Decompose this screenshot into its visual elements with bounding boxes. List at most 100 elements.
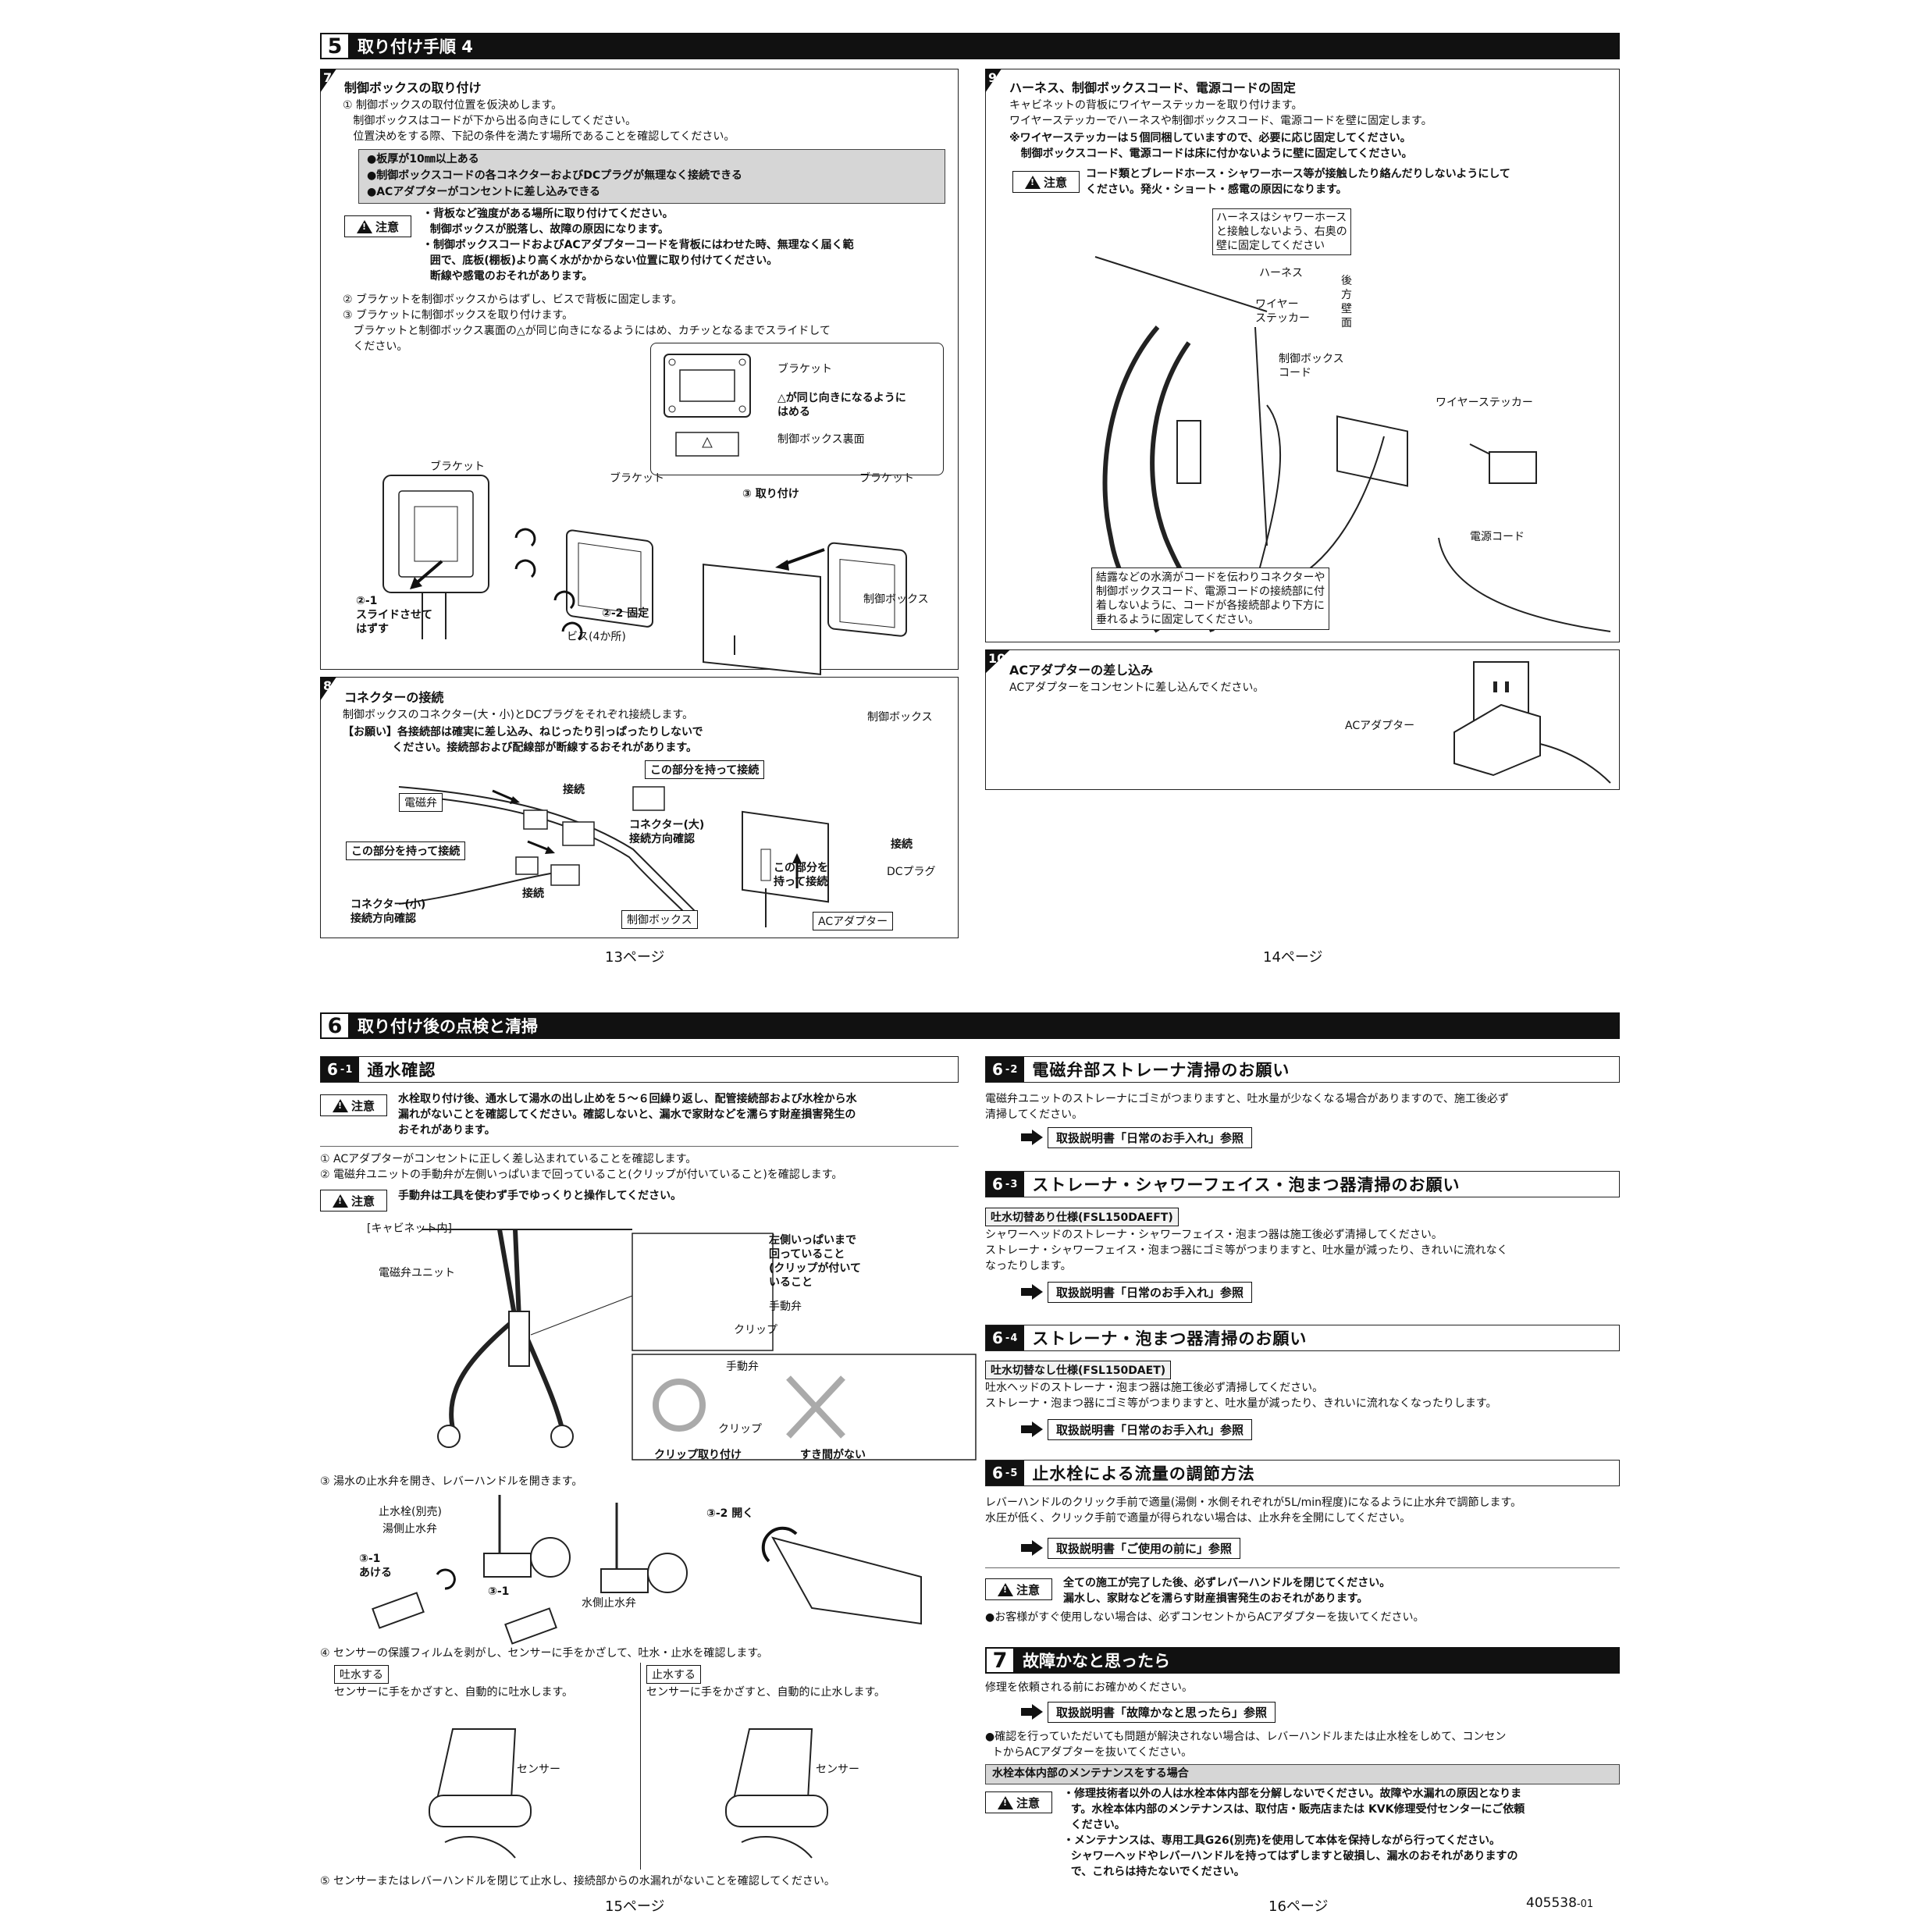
subsection-6-5-header: 6-5 止水栓による流量の調節方法 [985, 1460, 1620, 1486]
caution-text: ・修理技術者以外の人は水栓本体内部を分解しないでください。故障や水漏れの原因とな… [1063, 1788, 1525, 1878]
caution-badge: 注意 [344, 215, 411, 237]
fig-slide-label: ②-1 スライドさせて はずす [356, 595, 432, 635]
fig-bracket-label-1: ブラケット [430, 461, 485, 473]
page-number-15: 15ページ [605, 1898, 665, 1915]
section-title: 取り付け手順 4 [358, 37, 473, 56]
step-6-4-text: 吐水ヘッドのストレーナ・泡まつ器は施工後必ず清掃してください。 ストレーナ・泡ま… [985, 1382, 1497, 1410]
bracket-inset [650, 343, 944, 475]
step-6-5-text: レバーハンドルのクリック手前で適量(湯側・水側それぞれが5L/min程度)になる… [985, 1496, 1522, 1525]
subsection-number: 6-3 [986, 1172, 1025, 1197]
sticker-label: ワイヤー ステッカー [1255, 298, 1310, 325]
ctrl-cord-label: 制御ボックス コード [1279, 353, 1344, 379]
manual-reference-link[interactable]: 取扱説明書「日常のお手入れ」参照 [1021, 1418, 1253, 1440]
warning-icon [997, 1795, 1013, 1809]
section-7-note: ●確認を行っていただいても問題が解決されない場合は、レバーハンドルまたは止水栓を… [985, 1731, 1507, 1759]
step-title: コネクターの接続 [344, 690, 444, 705]
subsection-title: 電磁弁部ストレーナ清掃のお願い [1032, 1061, 1290, 1080]
open-label-3: ③-2 開く [706, 1507, 754, 1520]
sensor-label-2: センサー [816, 1763, 859, 1776]
section-6-header: 6 取り付け後の点検と清掃 [320, 1012, 1620, 1039]
step-6-1-checks: ① ACアダプターがコンセントに正しく差し込まれていることを確認します。 ② 電… [320, 1153, 843, 1181]
inset-back-label: 制御ボックス裏面 [777, 433, 865, 446]
caution-badge: 注意 [320, 1094, 387, 1116]
fig-box-label: 制御ボックス [863, 593, 929, 606]
back-wall-label: 後 方 壁 面 [1341, 275, 1352, 329]
manual-reference-link[interactable]: 取扱説明書「ご使用の前に」参照 [1021, 1537, 1241, 1559]
manual-valve-label-2: 手動弁 [726, 1361, 759, 1373]
ac-adapter-drawing [1453, 661, 1611, 784]
step-7-intro: ① 制御ボックスの取付位置を仮決めします。 制御ボックスはコードが下から出る向き… [343, 99, 735, 143]
section-number: 7 [985, 1647, 1015, 1674]
arrow-right-icon [1021, 1284, 1043, 1300]
fig-attach-label: ③ 取り付け [742, 488, 799, 500]
subsection-number: 6-2 [986, 1057, 1025, 1082]
arrow-right-icon [1021, 1130, 1043, 1145]
adapter-label: ACアダプター [1345, 720, 1415, 732]
subsection-title: 止水栓による流量の調節方法 [1032, 1464, 1255, 1483]
step-8-intro: 制御ボックスのコネクター(大・小)とDCプラグをそれぞれ接続します。 [343, 709, 694, 721]
manual-reference-link[interactable]: 取扱説明書「故障かなと思ったら」参照 [1021, 1701, 1276, 1723]
manual-reference-link[interactable]: 取扱説明書「日常のお手入れ」参照 [1021, 1126, 1253, 1148]
note-harness: ハーネスはシャワーホース と接触しないよう、右奥の 壁に固定してください [1212, 208, 1351, 255]
page-number-13: 13ページ [605, 949, 665, 966]
caution-text: 手動弁は工具を使わず手でゆっくりと操作してください。 [398, 1190, 682, 1202]
sticker2-label: ワイヤーステッカー [1436, 397, 1533, 409]
hold-label-2: この部分を持って接続 [346, 841, 466, 860]
step-9-note: ※ワイヤーステッカーは５個同梱していますので、必要に応じ固定してください。 制御… [1009, 132, 1413, 160]
clip-label-2: クリップ [718, 1423, 762, 1436]
open-label-1: ③-1 あける [359, 1553, 392, 1579]
subsection-6-4-header: 6-4 ストレーナ・泡まつ器清掃のお願い [985, 1325, 1620, 1351]
step-9-panel: 9 ハーネス、制御ボックスコード、電源コードの固定 キャビネットの背板にワイヤー… [985, 69, 1620, 642]
divider [320, 1146, 959, 1147]
manual-reference-link[interactable]: 取扱説明書「日常のお手入れ」参照 [1021, 1281, 1253, 1303]
stop-text: センサーに手をかざすと、自動的に止水します。 [646, 1686, 886, 1699]
arrow-right-icon [1021, 1540, 1043, 1556]
step-7-steps: ② ブラケットを制御ボックスからはずし、ビスで背板に固定します。 ③ ブラケット… [343, 294, 831, 353]
step-7-panel: 7 制御ボックスの取り付け ① 制御ボックスの取付位置を仮決めします。 制御ボッ… [320, 69, 959, 676]
fig-bracket-label-3: ブラケット [859, 472, 914, 485]
connector-drawing [398, 786, 829, 927]
page-number-16: 16ページ [1268, 1898, 1329, 1915]
stop-valve-label: 止水栓(別売) [379, 1506, 442, 1518]
step-6-5-note: ●お客様がすぐ使用しない場合は、必ずコンセントからACアダプターを抜いてください… [985, 1611, 1425, 1624]
subsection-6-2-header: 6-2 電磁弁部ストレーナ清掃のお願い [985, 1056, 1620, 1083]
step-8-request: 【お願い】各接続部は確実に差し込み、ねじったり引っぱったりしないで ください。接… [343, 726, 703, 754]
spec-tag: 吐水切替あり仕様(FSL150DAEFT) [985, 1208, 1179, 1226]
subsection-title: 通水確認 [367, 1061, 436, 1080]
note-drip: 結露などの水滴がコードを伝わりコネクターや 制御ボックスコード、電源コードの接続… [1091, 568, 1330, 630]
bracket-removal-drawing [382, 475, 907, 676]
no-gap-label: すき間がない [800, 1449, 866, 1461]
step-6-1-p4: ④ センサーの保護フィルムを剥がし、センサーに手をかざして、吐水・止水を確認しま… [320, 1647, 768, 1660]
clip-label: クリップ [734, 1324, 777, 1336]
hot-valve-label: 湯側止水弁 [382, 1523, 437, 1535]
power-cord-label: 電源コード [1470, 531, 1525, 543]
spec-tag: 吐水切替なし仕様(FSL150DAET) [985, 1361, 1172, 1379]
subsection-6-1-header: 6-1 通水確認 [320, 1056, 959, 1083]
manual-valve-label: 手動弁 [769, 1300, 802, 1313]
warning-icon [332, 1098, 348, 1112]
conditions-box: ●板厚が10㎜以上ある ●制御ボックスコードの各コネクターおよびDCプラグが無理… [358, 149, 945, 204]
cold-valve-label: 水側止水弁 [582, 1597, 636, 1610]
fig-bracket-label-2: ブラケット [610, 472, 664, 485]
dc-plug-label: DCプラグ [887, 866, 936, 878]
step-9-intro: キャビネットの背板にワイヤーステッカーを取り付けます。 ワイヤーステッカーでハー… [1009, 99, 1432, 127]
clip-ok-label: クリップ取り付け [654, 1449, 742, 1461]
connect-label-2: 接続 [522, 888, 544, 900]
cabinet-label: [キャビネット内] [367, 1222, 452, 1235]
step-10-panel: 10 ACアダプターの差し込み ACアダプターをコンセントに差し込んでください。… [985, 649, 1620, 790]
caution-text: ・背板など強度がある場所に取り付けてください。 制御ボックスが脱落し、故障の原因… [422, 208, 854, 283]
step-number: 8 [320, 677, 337, 701]
warning-icon [1024, 175, 1041, 189]
step-title: 制御ボックスの取り付け [344, 80, 482, 95]
subsection-title: ストレーナ・泡まつ器清掃のお願い [1032, 1329, 1308, 1348]
spout-text: センサーに手をかざすと、自動的に吐水します。 [334, 1686, 574, 1699]
connector-large-label: コネクター(大) 接続方向確認 [629, 819, 705, 845]
solenoid-unit-label: 電磁弁ユニット [379, 1267, 455, 1279]
caution-badge: 注意 [985, 1578, 1052, 1600]
inset-bracket-label: ブラケット [777, 363, 832, 375]
divider [985, 1567, 1620, 1568]
warning-icon [997, 1582, 1013, 1596]
stop-valve-drawing [372, 1495, 922, 1645]
faucet-spout-drawing [429, 1728, 828, 1859]
subsection-number: 6-5 [986, 1461, 1025, 1485]
